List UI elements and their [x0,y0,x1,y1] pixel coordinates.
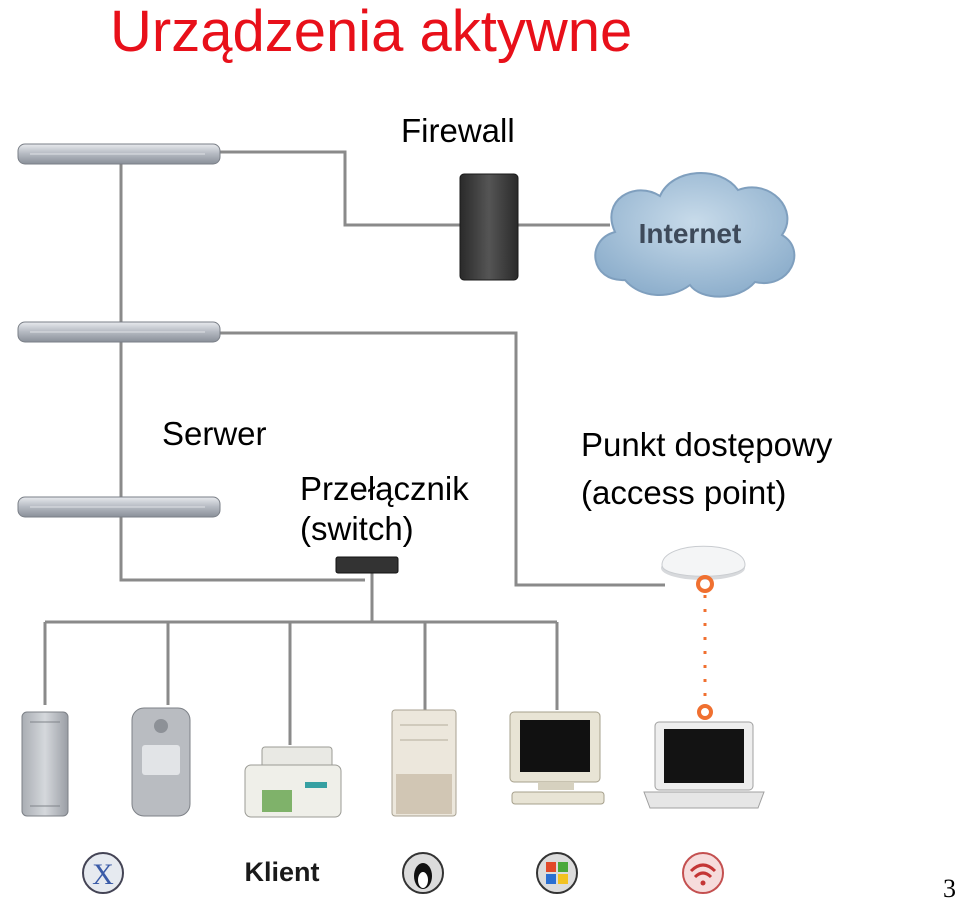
internet-label: Internet [639,218,742,249]
client-pc-tower [391,709,457,817]
slide-title: Urządzenia aktywne [110,0,633,64]
server-rack-2 [17,321,221,343]
switch-label-line2: (switch) [296,510,418,548]
page-number: 3 [943,874,956,903]
switch-label-line1: Przełącznik [296,470,473,508]
connection-lines [43,150,665,745]
internet-cloud: Internet [594,171,796,298]
firewall-label: Firewall [397,112,519,150]
client-printer [244,746,342,818]
access-point-device [661,545,746,720]
switch-device [335,556,399,574]
linux-tux-icon [402,852,444,894]
wifi-icon [682,852,724,894]
server-rack-1 [17,143,221,165]
client-label: Klient [244,857,319,887]
client-desktop-monitor [509,711,605,805]
firewall-device [459,173,519,281]
client-mac-g4-cube [131,707,191,817]
client-laptop [643,721,765,809]
svg-text:X: X [92,858,114,891]
apple-x-icon: X [82,852,124,894]
access-point-label-line1: Punkt dostępowy [577,426,837,464]
access-point-label-line2: (access point) [577,474,791,512]
server-label: Serwer [158,415,271,453]
server-rack-3 [17,496,221,518]
windows-icon [536,852,578,894]
client-tower-mac-pro [21,711,69,817]
